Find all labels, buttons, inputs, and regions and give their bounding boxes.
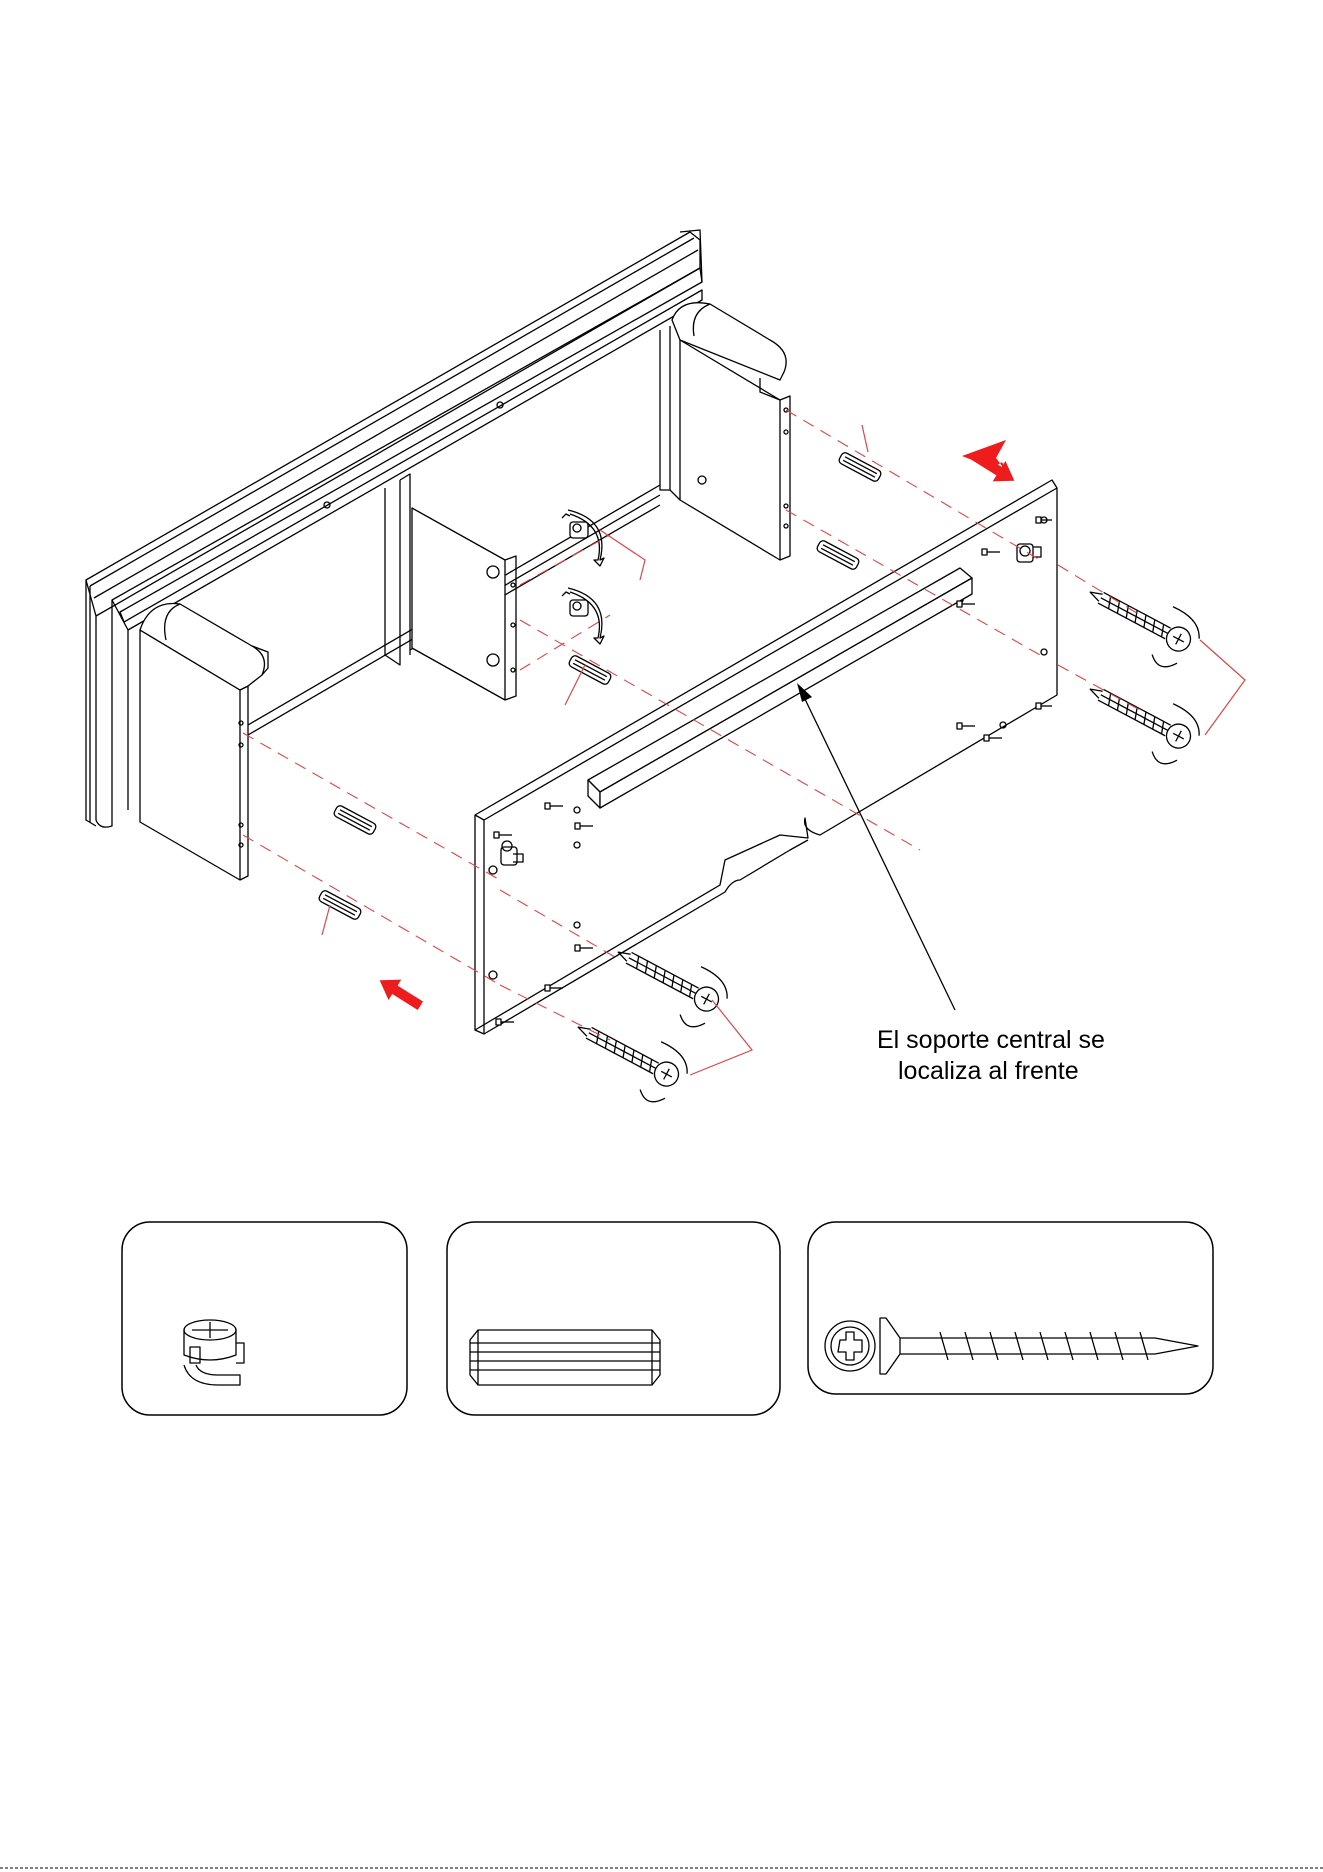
screw-icon	[1075, 666, 1207, 773]
small-screw-icon	[1036, 703, 1052, 709]
front-panel	[475, 480, 1057, 1034]
screw-icon	[563, 1004, 695, 1111]
screw-icon	[1075, 569, 1207, 676]
small-screw-icon	[496, 1019, 514, 1025]
callout-line-1: El soporte central se	[877, 1026, 1105, 1054]
right-side-panel	[660, 303, 790, 560]
dowel-icon	[568, 654, 612, 685]
small-screw-icon	[545, 985, 563, 991]
dowel-icon	[470, 1330, 660, 1385]
dowel-icon	[816, 539, 860, 570]
screw-icon	[825, 1318, 1198, 1374]
parts-box-cam-lock	[122, 1222, 407, 1415]
cam-lock-icon	[562, 588, 604, 644]
dowel-icon	[318, 889, 362, 920]
center-divider	[412, 508, 516, 700]
screw-icon	[603, 929, 735, 1036]
arrow-icon	[373, 970, 426, 1016]
small-screw-icon	[984, 735, 1002, 741]
callout-line-2: localiza al frente	[898, 1057, 1079, 1085]
parts-box-dowel	[447, 1222, 780, 1415]
parts-box-screw	[808, 1222, 1213, 1394]
dowel-icon	[838, 451, 882, 482]
dowel-icon	[333, 804, 377, 835]
cam-lock-icon	[184, 1320, 244, 1385]
